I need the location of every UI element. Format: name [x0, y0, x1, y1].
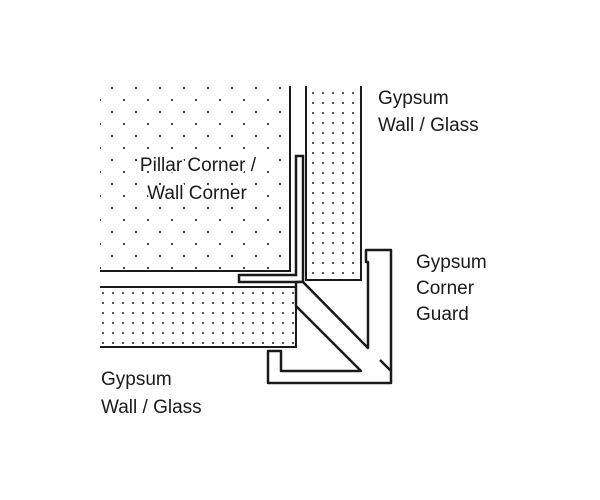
pillar-corner-block	[100, 86, 291, 272]
label-corner-guard-line3: Guard	[416, 304, 469, 325]
gypsum-wall-bottom-fill	[100, 287, 296, 347]
corner-guard-profile	[266, 248, 393, 385]
label-gypsum-wall-top-line1: Gypsum	[378, 88, 449, 109]
gypsum-wall-top-fill	[306, 86, 361, 280]
gypsum-wall-bottom	[100, 286, 297, 348]
label-gypsum-wall-bottom-line2: Wall / Glass	[101, 397, 202, 418]
label-gypsum-wall-top-line2: Wall / Glass	[378, 115, 479, 136]
label-pillar-corner-line1: Pillar Corner /	[140, 155, 257, 176]
label-corner-guard-line2: Corner	[416, 278, 475, 299]
gypsum-wall-bottom-outline	[100, 286, 297, 348]
corner-guard-diagonal	[379, 359, 392, 372]
label-corner-guard-line1: Gypsum	[416, 252, 487, 273]
label-gypsum-wall-bottom-line1: Gypsum	[101, 369, 172, 390]
pillar-corner-fill	[100, 86, 290, 271]
corner-bead-profile	[237, 154, 305, 284]
label-pillar-corner-line2: Wall Corner	[147, 183, 247, 204]
pillar-corner-outline	[100, 86, 291, 272]
gypsum-wall-top	[305, 86, 362, 281]
gypsum-wall-top-outline	[305, 86, 362, 281]
